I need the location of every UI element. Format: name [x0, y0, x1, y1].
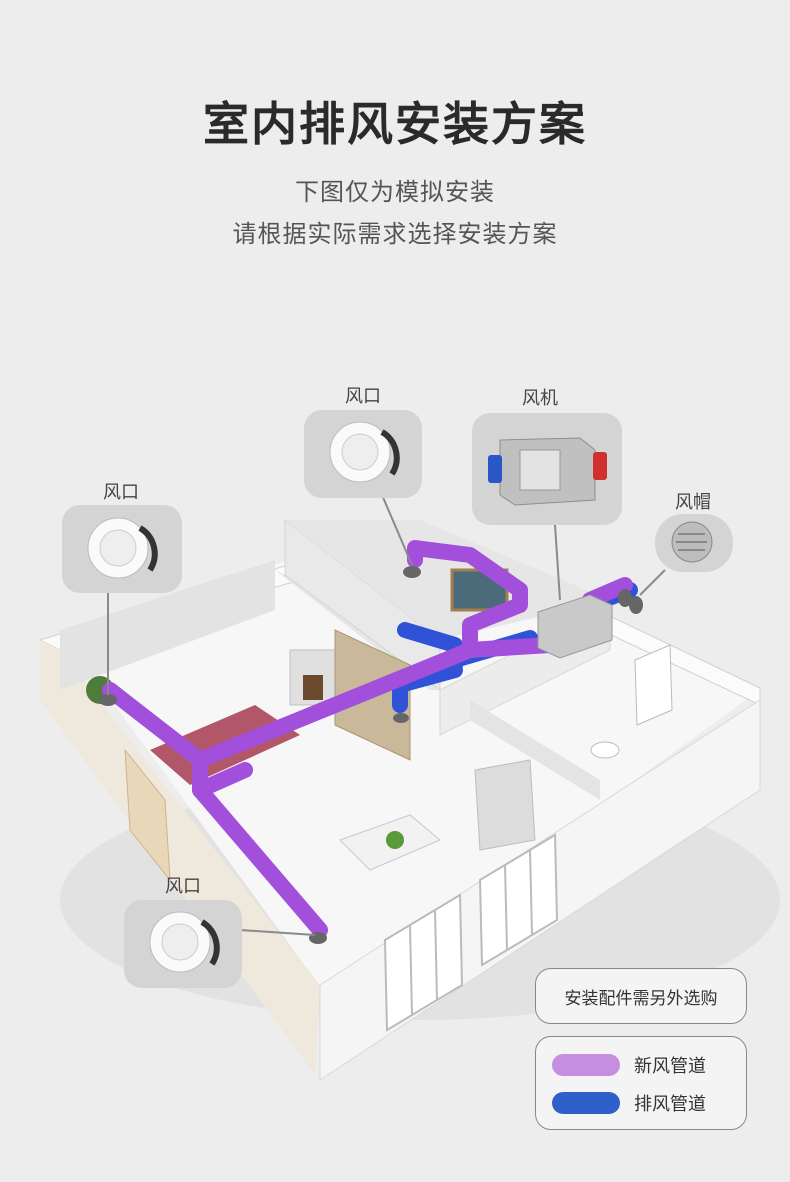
legend-item-fresh: 新风管道 — [552, 1053, 706, 1077]
subtitle-line-2: 请根据实际需求选择安装方案 — [232, 220, 558, 248]
plant-on-table — [386, 831, 404, 849]
legend-swatch-exhaust — [552, 1092, 620, 1114]
vent-bottom-label: 风口 — [165, 876, 201, 897]
fan-unit-in-house — [537, 594, 613, 659]
front-windows — [383, 833, 559, 1032]
bathroom-window — [634, 644, 673, 726]
legend-label-fresh: 新风管道 — [634, 1056, 706, 1077]
fireplace-opening — [303, 675, 323, 700]
back-wall-left — [60, 560, 275, 690]
duct-caps — [99, 566, 643, 944]
door — [124, 748, 171, 882]
partition-wall-3 — [470, 700, 600, 800]
cabinet — [474, 759, 536, 851]
fan-label: 风机 — [522, 388, 558, 409]
callout-lines — [107, 494, 666, 936]
page-title: 室内排风安装方案 — [203, 97, 587, 151]
duct-legend: 新风管道 排风管道 — [535, 1036, 747, 1130]
subtitle-line-1: 下图仅为模拟安装 — [295, 178, 495, 206]
accessory-note: 安装配件需另外选购 — [535, 968, 747, 1024]
hood-label: 风帽 — [675, 492, 711, 513]
toilet — [590, 741, 620, 759]
vent-left-label: 风口 — [103, 482, 139, 503]
back-wall-center — [285, 520, 610, 640]
callout-bubbles — [62, 410, 733, 988]
legend-swatch-fresh — [552, 1054, 620, 1076]
legend-item-exhaust: 排风管道 — [552, 1091, 706, 1115]
legend-label-exhaust: 排风管道 — [634, 1094, 706, 1115]
left-wall — [40, 640, 320, 1075]
vent-center-label: 风口 — [345, 386, 381, 407]
